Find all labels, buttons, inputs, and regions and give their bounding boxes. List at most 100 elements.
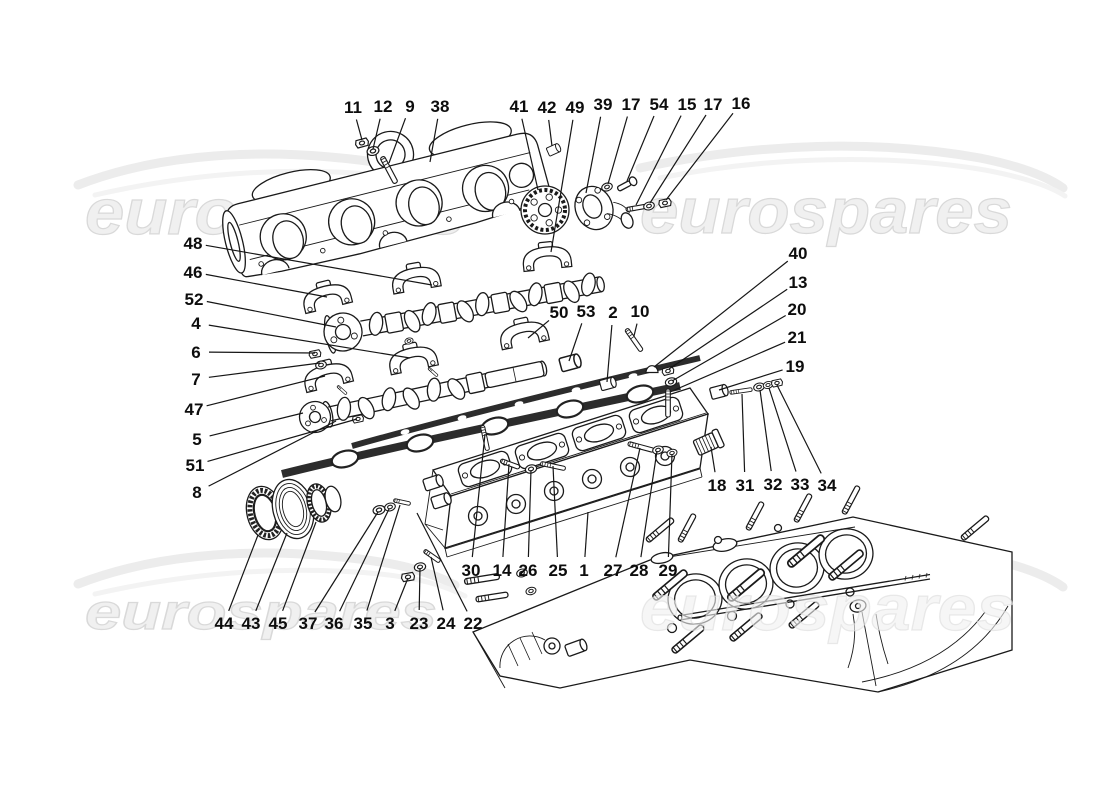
bearing-cap [388, 258, 442, 295]
callout-8: 8 [192, 420, 337, 502]
callout-47: 47 [185, 375, 326, 419]
leader-line [355, 119, 363, 141]
part-number: 11 [344, 98, 362, 117]
camshaft-upper [323, 272, 605, 354]
part-number: 37 [299, 614, 318, 633]
block-stud [959, 514, 991, 542]
part-number: 51 [186, 456, 205, 475]
callout-21: 21 [669, 328, 806, 393]
stud [336, 384, 348, 396]
leader-line [633, 323, 638, 337]
bearing-cap [520, 238, 573, 273]
callout-5: 5 [192, 412, 304, 449]
leader-line [255, 532, 288, 612]
nut [400, 571, 416, 583]
leader-line [626, 115, 655, 182]
callout-20: 20 [671, 300, 806, 382]
stud [665, 388, 671, 418]
part-number: 46 [184, 263, 203, 282]
callout-34: 34 [776, 384, 837, 495]
part-number: 24 [437, 614, 456, 633]
part-number: 31 [736, 476, 755, 495]
part-number: 39 [594, 95, 613, 114]
callout-22: 22 [416, 512, 482, 633]
leader-line [388, 117, 407, 164]
part-number: 10 [631, 302, 650, 321]
stud [474, 591, 510, 603]
part-number: 34 [818, 476, 837, 495]
part-number: 33 [791, 475, 810, 494]
callout-44: 44 [215, 534, 259, 633]
part-number: 7 [191, 370, 200, 389]
leader-line [208, 324, 411, 359]
callout-23: 23 [410, 567, 428, 633]
callout-17: 17 [607, 95, 640, 185]
callout-6: 6 [191, 343, 316, 362]
callout-31: 31 [736, 393, 755, 495]
leader-line [640, 450, 658, 558]
part-number: 8 [192, 483, 201, 502]
leader-line [205, 273, 328, 298]
leader-line [552, 465, 558, 558]
leader-line [668, 288, 788, 370]
callout-37: 37 [299, 511, 379, 633]
head-boss [430, 492, 452, 510]
part-number: 5 [192, 430, 201, 449]
leader-line [606, 324, 613, 383]
leader-line [209, 412, 304, 437]
callout-15: 15 [635, 95, 696, 206]
leader-line [208, 351, 316, 354]
part-number: 14 [493, 561, 512, 580]
stud [427, 366, 439, 378]
part-number: 40 [789, 244, 808, 263]
nut [307, 348, 323, 360]
seal-hub [324, 485, 342, 513]
bushing [708, 383, 730, 401]
bore-gasket-rings [667, 528, 874, 625]
callout-43: 43 [242, 532, 288, 633]
part-number: 42 [538, 98, 557, 117]
part-number: 44 [215, 614, 234, 633]
leader-line [718, 369, 783, 391]
leader-line [649, 114, 707, 204]
callout-19: 19 [718, 357, 804, 391]
part-number: 43 [242, 614, 261, 633]
leader-line [207, 418, 358, 462]
callout-50: 50 [527, 303, 568, 339]
callout-54: 54 [626, 95, 669, 182]
block-boss [564, 638, 588, 657]
cylinder-block [472, 484, 1013, 693]
leader-line [282, 521, 317, 612]
exhaust-gasket [281, 382, 681, 478]
block-stud [744, 500, 766, 532]
leader-line [208, 420, 337, 487]
leader-line [394, 577, 409, 612]
timing-sprocket [520, 185, 570, 235]
leader-line [521, 118, 539, 191]
part-number: 47 [185, 400, 204, 419]
callout-18: 18 [708, 446, 727, 495]
callout-51: 51 [186, 418, 358, 475]
leader-line [429, 118, 439, 163]
leader-line [430, 556, 444, 611]
part-number: 36 [325, 614, 344, 633]
long-stud [677, 572, 931, 621]
part-number: 18 [708, 476, 727, 495]
cam-cover-gasket [351, 355, 701, 449]
part-number: 52 [185, 290, 204, 309]
part-number: 26 [519, 561, 538, 580]
watermark-text: eurospares [640, 572, 1015, 644]
leader-line [653, 260, 789, 368]
part-number: 1 [579, 561, 588, 580]
leader-line [206, 300, 337, 328]
pump-flange [574, 185, 634, 231]
camshaft-lower [298, 360, 548, 434]
hardware [307, 136, 784, 603]
callout-14: 14 [493, 463, 512, 580]
leader-line [416, 512, 468, 612]
leader-line [584, 511, 589, 558]
leader-line [418, 567, 421, 611]
callout-52: 52 [185, 290, 337, 328]
bearing-cap [496, 312, 550, 351]
